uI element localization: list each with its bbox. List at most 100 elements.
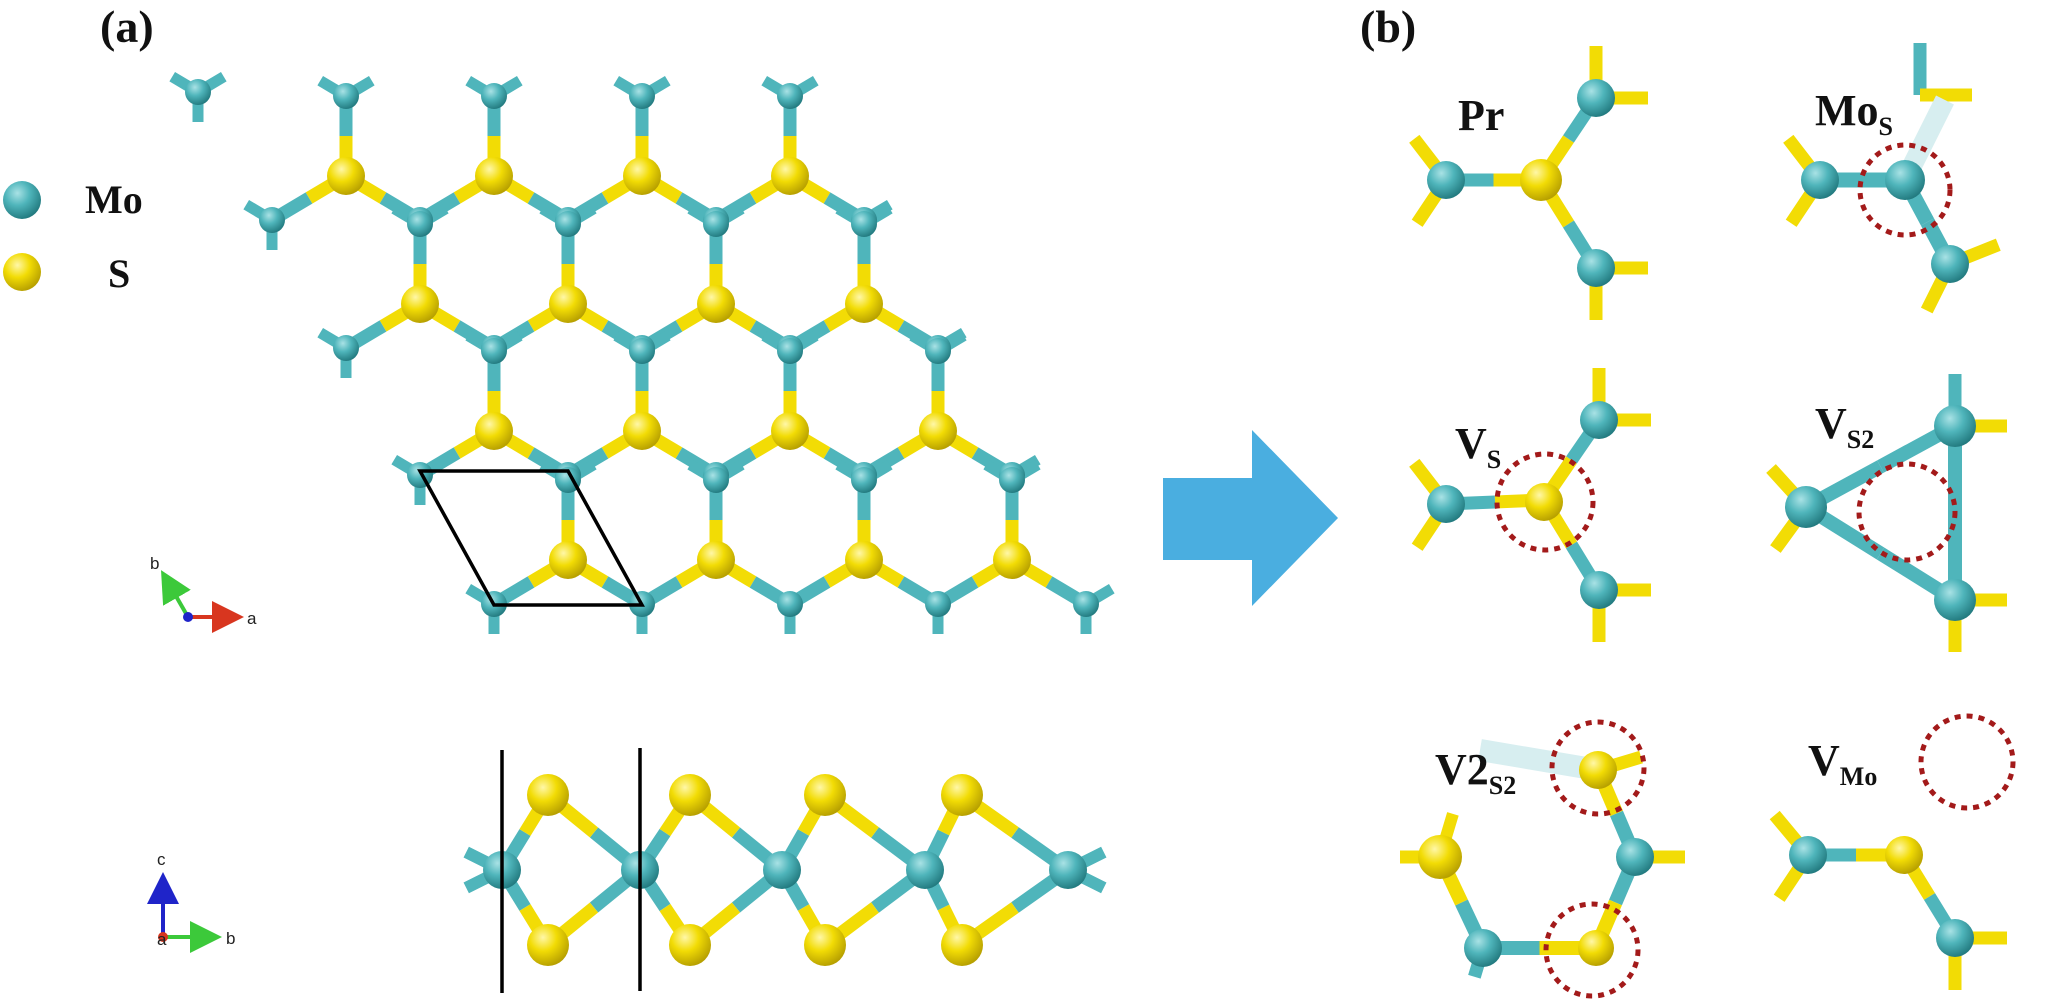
mo-atom: [333, 335, 359, 361]
mo-atom: [1577, 79, 1615, 117]
defect-marker-circle: [1918, 713, 2016, 811]
s-atom: [549, 541, 587, 579]
mo-atom: [777, 83, 803, 109]
mo-atom: [777, 591, 803, 617]
s-atom: [697, 285, 735, 323]
axis-label-c: c: [157, 850, 166, 869]
axes-indicator-top: b a: [150, 554, 257, 633]
defect-label-sub: Mo: [1840, 762, 1878, 791]
mo-atom: [1885, 160, 1925, 200]
side-view-lattice: [463, 774, 1107, 966]
s-atom: [1579, 751, 1617, 789]
mo-atom-swatch: [3, 181, 41, 219]
defect-label-base: V: [1808, 736, 1840, 785]
mo-atom: [407, 211, 433, 237]
defect-v-s2: VS2: [1766, 374, 2007, 652]
mo-atom: [703, 467, 729, 493]
mo-atom: [925, 338, 951, 364]
defect-label: Pr: [1458, 91, 1504, 140]
defect-label-base: V2: [1435, 745, 1489, 794]
s-atom: [804, 924, 846, 966]
mo-atom: [1427, 485, 1465, 523]
faded-bond: [1478, 739, 1600, 781]
mo-atom: [629, 83, 655, 109]
panel-a-label: (a): [100, 1, 154, 52]
mo-atom: [1464, 929, 1502, 967]
legend-item-s: S: [3, 251, 130, 296]
legend-label-mo: Mo: [85, 177, 143, 222]
mo-atom: [1073, 591, 1099, 617]
mo-atom: [259, 207, 285, 233]
s-atom: [845, 541, 883, 579]
mo-atom: [777, 338, 803, 364]
s-atom: [941, 774, 983, 816]
transition-arrow: [1163, 430, 1338, 606]
s-atom: [804, 774, 846, 816]
mo-atom: [851, 211, 877, 237]
mo-atom: [703, 211, 729, 237]
s-atom: [669, 774, 711, 816]
mo-atom: [1427, 161, 1465, 199]
s-atom: [845, 285, 883, 323]
mo-atom: [851, 467, 877, 493]
mo-atom: [1577, 249, 1615, 287]
defect-label-sub: S2: [1489, 771, 1516, 800]
s-atom: [1418, 835, 1462, 879]
defect-label: V2S2: [1435, 745, 1516, 800]
axis-label-b: b: [150, 554, 159, 573]
defect-label: VS: [1455, 419, 1501, 474]
mo-atom: [1801, 161, 1839, 199]
s-atom: [919, 412, 957, 450]
legend-label-s: S: [108, 251, 130, 296]
legend: Mo S: [3, 177, 143, 296]
s-atom: [623, 412, 661, 450]
mo-atom: [1789, 836, 1827, 874]
s-atom: [401, 285, 439, 323]
mo-atom: [925, 591, 951, 617]
mo-atom: [481, 83, 507, 109]
s-atom: [771, 157, 809, 195]
defect-label-sub: S2: [1847, 425, 1874, 454]
mo-atom: [555, 211, 581, 237]
defect-label-sub: S: [1879, 112, 1893, 141]
axis-label-a-side: a: [157, 930, 167, 949]
defect-marker-circle: [1856, 461, 1958, 563]
mo-atom: [1580, 401, 1618, 439]
defect-marker-circle: [1543, 901, 1641, 999]
defect-label-base: Pr: [1458, 91, 1504, 140]
s-atom: [1520, 159, 1562, 201]
defect-v-mo: VMo: [1769, 713, 2016, 990]
defect-marker-circle: [1494, 451, 1596, 553]
mo-atom: [999, 467, 1025, 493]
mo-atom: [555, 467, 581, 493]
s-atom: [669, 924, 711, 966]
s-atom: [527, 774, 569, 816]
defect-marker-circle: [1549, 719, 1647, 817]
defect-v2-s2: V2S2: [1400, 719, 1685, 999]
s-atom: [941, 924, 983, 966]
defect-label: VMo: [1808, 736, 1877, 791]
mo-atom: [1934, 579, 1976, 621]
s-atom: [1885, 836, 1923, 874]
mo-atom: [185, 79, 211, 105]
mo-atom: [333, 83, 359, 109]
s-atom: [527, 924, 569, 966]
mo-atom: [906, 851, 944, 889]
mo-atom: [1934, 405, 1976, 447]
mo-atom: [1049, 851, 1087, 889]
s-atom-swatch: [3, 253, 41, 291]
s-atom: [475, 157, 513, 195]
axis-label-b-side: b: [226, 929, 235, 948]
defect-label: VS2: [1815, 399, 1874, 454]
s-atom: [993, 541, 1031, 579]
defect-label-sub: S: [1487, 445, 1501, 474]
defect-v-s: VS: [1409, 368, 1651, 642]
top-view-lattice: [169, 71, 1115, 634]
mo-atom: [1580, 571, 1618, 609]
mo-atom: [1785, 486, 1827, 528]
defect-label: MoS: [1815, 86, 1893, 141]
defect-marker-circle: [1857, 142, 1953, 238]
s-atom: [1525, 483, 1563, 521]
mo-atom: [1936, 919, 1974, 957]
legend-item-mo: Mo: [3, 177, 143, 222]
